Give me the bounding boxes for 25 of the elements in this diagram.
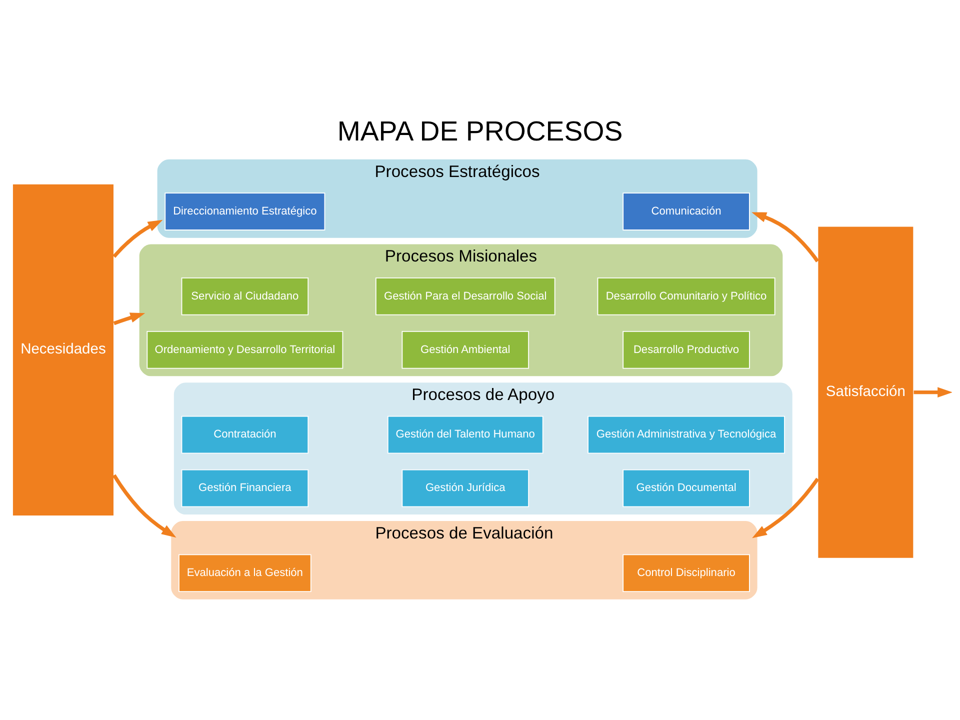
- arrow: [112, 219, 163, 258]
- arrow: [752, 212, 820, 262]
- diagram-title: MAPA DE PROCESOS: [337, 115, 623, 146]
- node-box: Gestión Financiera: [181, 468, 309, 507]
- node-box: Servicio al Ciudadano: [181, 277, 309, 315]
- node-box: Gestión del Talento Humano: [387, 415, 544, 454]
- node-box: Evaluación a la Gestión: [178, 554, 312, 592]
- arrow: [112, 474, 176, 538]
- node-box: Comunicación: [622, 192, 750, 230]
- node-box: Direccionamiento Estratégico: [164, 192, 326, 230]
- node-box: Satisfacción: [817, 225, 914, 558]
- node-box: Gestión Documental: [622, 468, 750, 507]
- node-box: Control Disciplinario: [622, 554, 750, 592]
- node-box: Gestión Administrativa y Tecnológica: [588, 415, 785, 454]
- node-box: Desarrollo Productivo: [622, 330, 750, 368]
- arrow: [914, 386, 952, 397]
- node-box: Necesidades: [12, 182, 114, 516]
- node-box: Desarrollo Comunitario y Político: [597, 277, 776, 315]
- node-box: Gestión Jurídica: [402, 468, 530, 507]
- node-box: Ordenamiento y Desarrollo Territorial: [146, 330, 344, 368]
- node-box: Gestión Ambiental: [402, 330, 530, 368]
- node-box: Contratación: [181, 415, 309, 454]
- node-box: Gestión Para el Desarrollo Social: [375, 277, 556, 315]
- arrow: [752, 477, 820, 538]
- arrow: [113, 312, 146, 325]
